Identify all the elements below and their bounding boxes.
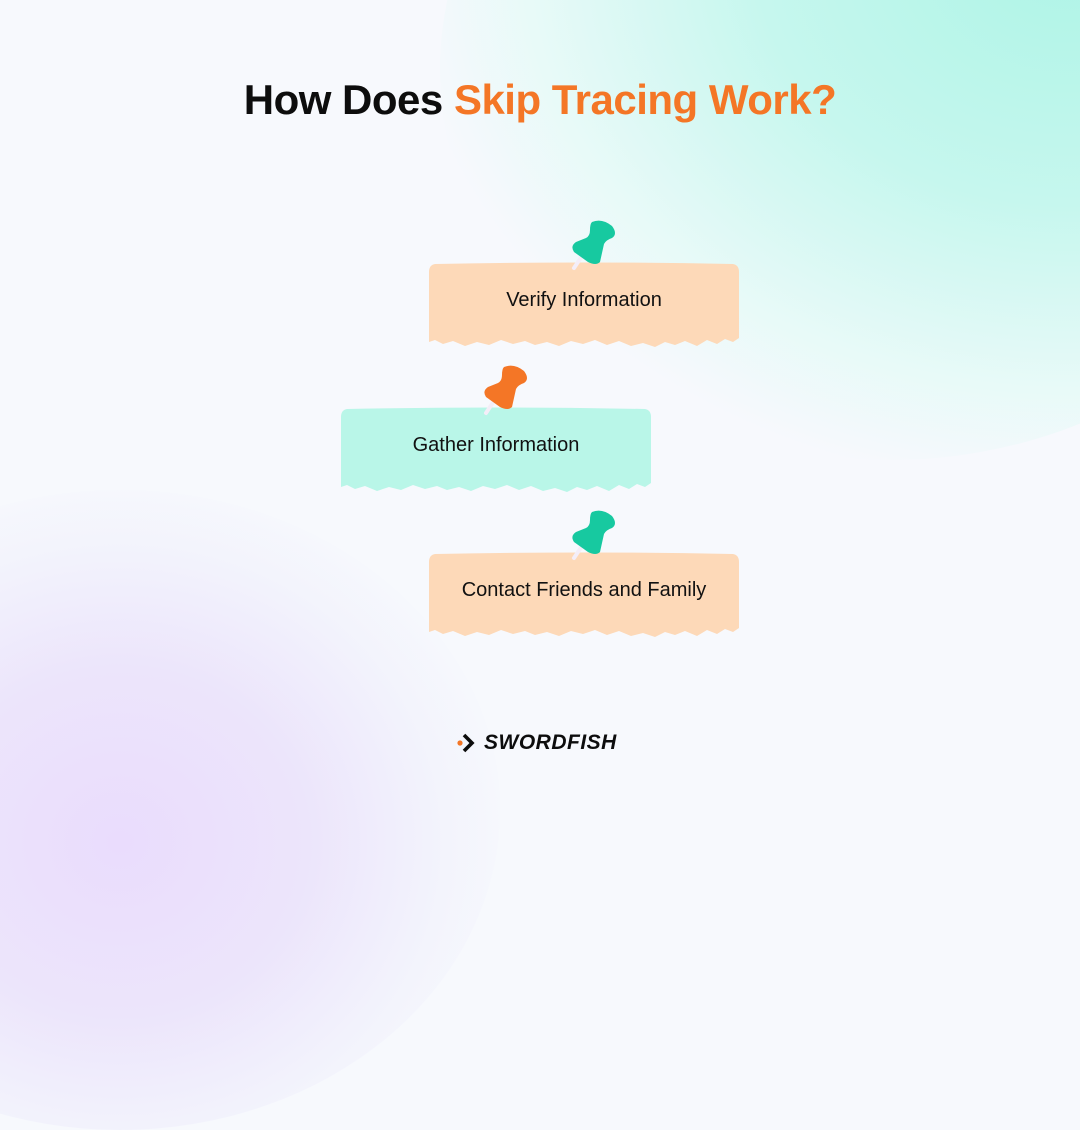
step-label: Gather Information	[412, 434, 580, 456]
step-label: Contact Friends and Family	[461, 579, 707, 601]
step-label: Verify Information	[506, 289, 662, 311]
pushpin-icon	[484, 365, 527, 415]
torn-paper-shape	[341, 407, 651, 492]
pushpin-icon	[572, 220, 615, 270]
step-note-contact: Contact Friends and Family	[429, 552, 739, 640]
step-note-verify: Verify Information	[429, 262, 739, 350]
title-highlight: Skip Tracing Work?	[453, 76, 837, 123]
chevron-right-icon	[457, 733, 475, 753]
title-prefix: How Does	[243, 76, 454, 123]
pushpin-icon	[572, 510, 615, 560]
page-title: How Does Skip Tracing Work?	[0, 76, 1080, 124]
torn-paper-shape	[429, 262, 739, 347]
background-purple-glow	[0, 490, 500, 1130]
torn-paper-shape	[429, 552, 739, 637]
brand-logo: SWORDFISH	[456, 731, 617, 755]
step-note-gather: Gather Information	[341, 407, 651, 495]
brand-name: SWORDFISH	[484, 731, 617, 754]
background-teal-glow	[440, 0, 1080, 460]
